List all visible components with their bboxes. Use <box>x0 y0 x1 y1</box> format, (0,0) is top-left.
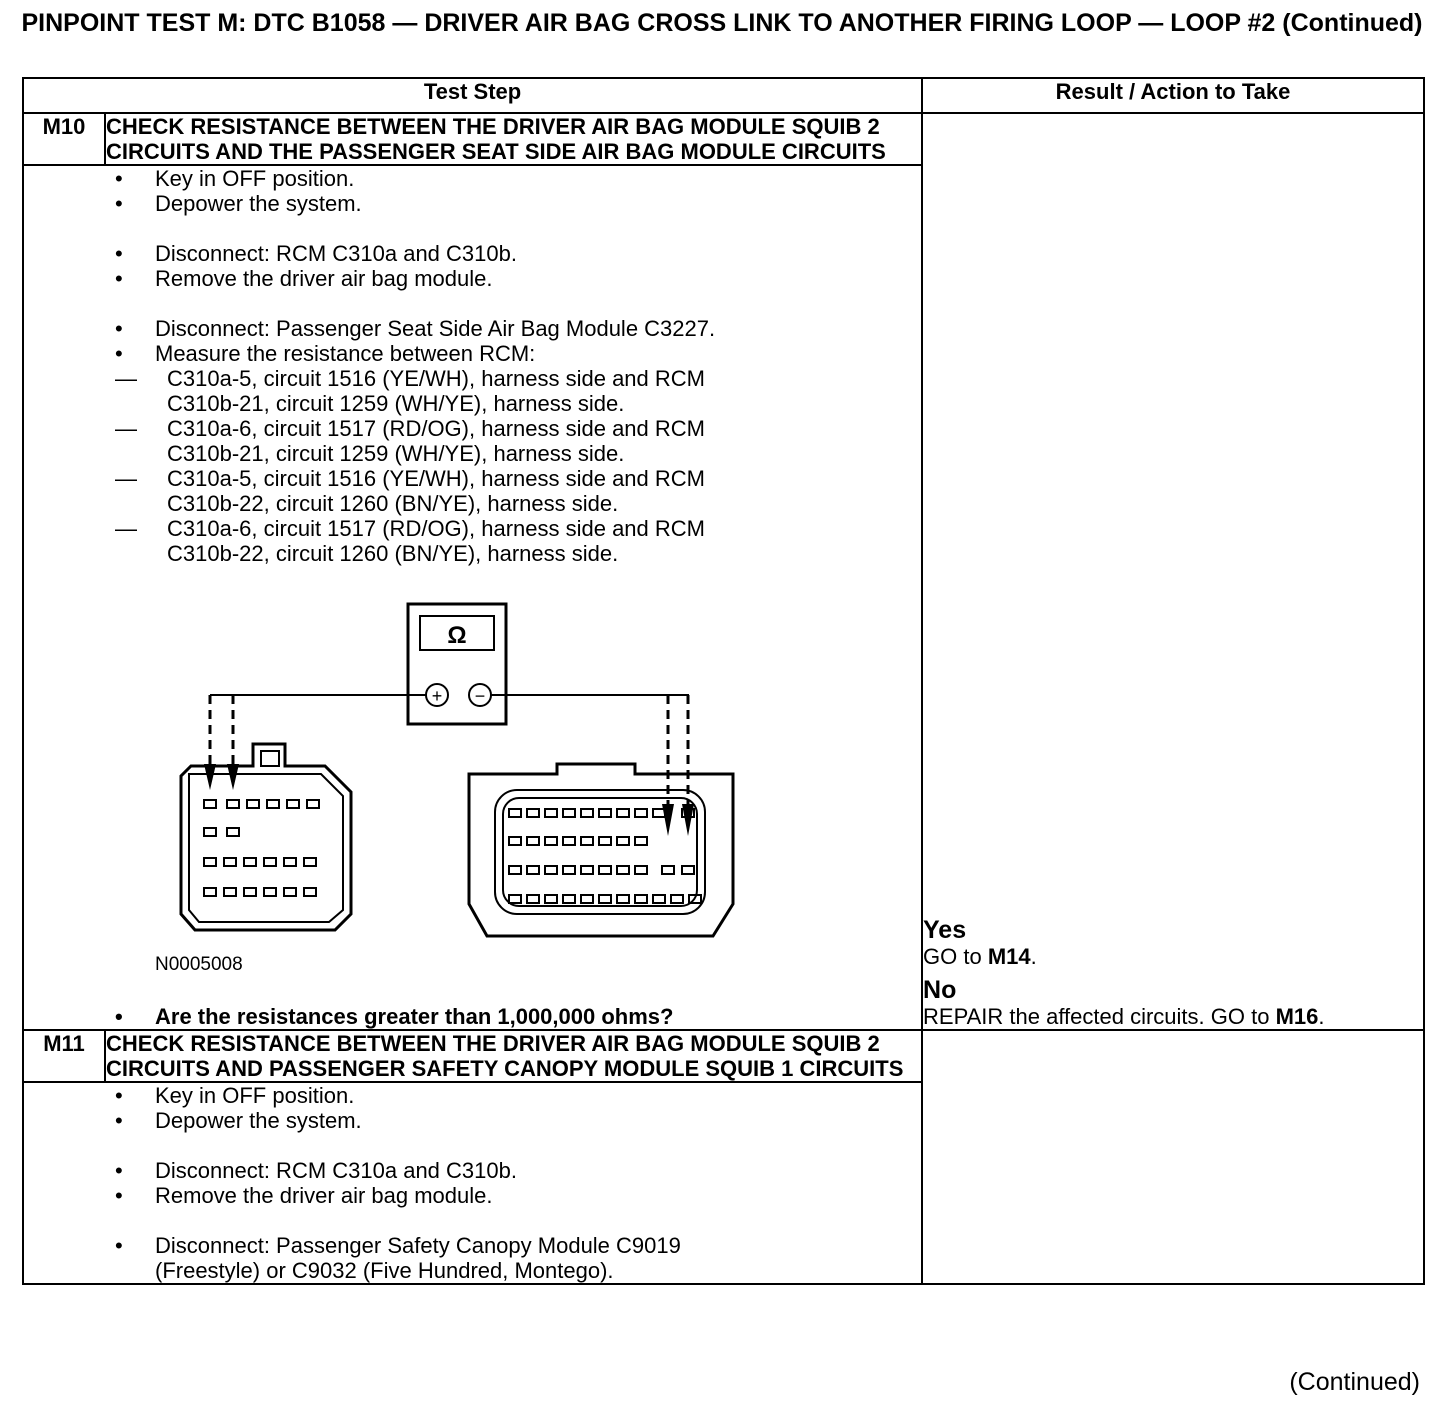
step-row-m10-title: M10 CHECK RESISTANCE BETWEEN THE DRIVER … <box>22 112 1426 1031</box>
step-id-m10: M10 <box>22 112 106 166</box>
list-item: •Disconnect: RCM C310a and C310b. <box>115 1158 517 1183</box>
minus-symbol: − <box>475 686 486 706</box>
result-no-action: REPAIR the affected circuits. GO to M16. <box>923 1004 1325 1029</box>
positive-lead <box>232 694 426 704</box>
step-body-m11: •Key in OFF position. •Depower the syste… <box>105 1081 924 1285</box>
ohmmeter-figure: Ω + − N0005008 <box>23 574 921 1004</box>
list-item: •Measure the resistance between RCM: <box>115 341 536 366</box>
column-header-test-step: Test Step <box>21 77 924 114</box>
dash-item: —C310a-5, circuit 1516 (YE/WH), harness … <box>115 466 705 516</box>
list-item: •Disconnect: RCM C310a and C310b. <box>115 241 517 266</box>
dash-item: —C310a-5, circuit 1516 (YE/WH), harness … <box>115 366 705 416</box>
continued-label: (Continued) <box>1289 1368 1420 1396</box>
table-header-row: Test Step Result / Action to Take <box>21 77 1426 114</box>
connector-diagram: Ω + − <box>179 602 735 938</box>
rcm-connector <box>467 762 735 938</box>
result-no-label: No <box>923 976 957 1004</box>
list-item: •Depower the system. <box>115 1108 362 1133</box>
result-yes-label: Yes <box>923 916 967 944</box>
plus-symbol: + <box>432 686 443 706</box>
step-id-m11: M11 <box>22 1029 106 1083</box>
list-item: •Key in OFF position. <box>115 166 355 191</box>
rcm-connector-pins <box>508 808 702 904</box>
negative-lead <box>491 694 689 704</box>
step-body-m10: •Key in OFF position. •Depower the syste… <box>105 164 924 1031</box>
page-title: PINPOINT TEST M: DTC B1058 — DRIVER AIR … <box>21 9 1423 37</box>
result-yes-action: GO to M14. <box>923 944 1037 969</box>
list-item: •Disconnect: Passenger Seat Side Air Bag… <box>115 316 716 341</box>
pinpoint-test-table: Test Step Result / Action to Take M10 CH… <box>21 77 1426 1285</box>
step-id-spacer <box>22 164 105 1031</box>
dash-item: —C310a-6, circuit 1517 (RD/OG), harness … <box>115 516 705 566</box>
step-row-m10-body: •Key in OFF position. •Depower the syste… <box>22 164 1424 1031</box>
ohmmeter-display <box>419 615 495 651</box>
result-cell-m11 <box>921 1029 1426 1285</box>
ohmmeter-body <box>406 602 508 726</box>
result-cell-m10: Yes GO to M14. No REPAIR the affected ci… <box>921 112 1426 1031</box>
step-title-m10: CHECK RESISTANCE BETWEEN THE DRIVER AIR … <box>103 112 924 166</box>
driver-connector-pins <box>203 799 320 897</box>
step-row-m11-title: M11 CHECK RESISTANCE BETWEEN THE DRIVER … <box>22 1029 1426 1285</box>
step-row-m11-body: •Key in OFF position. •Depower the syste… <box>22 1081 1424 1285</box>
list-item: •Disconnect: Passenger Safety Canopy Mod… <box>115 1233 681 1283</box>
figure-id: N0005008 <box>155 954 243 975</box>
list-item: •Depower the system. <box>115 191 362 216</box>
column-header-result: Result / Action to Take <box>921 77 1426 114</box>
driver-air-bag-connector <box>179 742 353 932</box>
dash-item: —C310a-6, circuit 1517 (RD/OG), harness … <box>115 416 705 466</box>
step-id-spacer <box>22 1081 105 1285</box>
list-item: •Remove the driver air bag module. <box>115 1183 493 1208</box>
ohm-symbol: Ω <box>447 622 466 649</box>
step-title-m11: CHECK RESISTANCE BETWEEN THE DRIVER AIR … <box>103 1029 924 1083</box>
list-item: •Remove the driver air bag module. <box>115 266 493 291</box>
step-question: •Are the resistances greater than 1,000,… <box>115 1004 674 1029</box>
list-item: •Key in OFF position. <box>115 1083 355 1108</box>
